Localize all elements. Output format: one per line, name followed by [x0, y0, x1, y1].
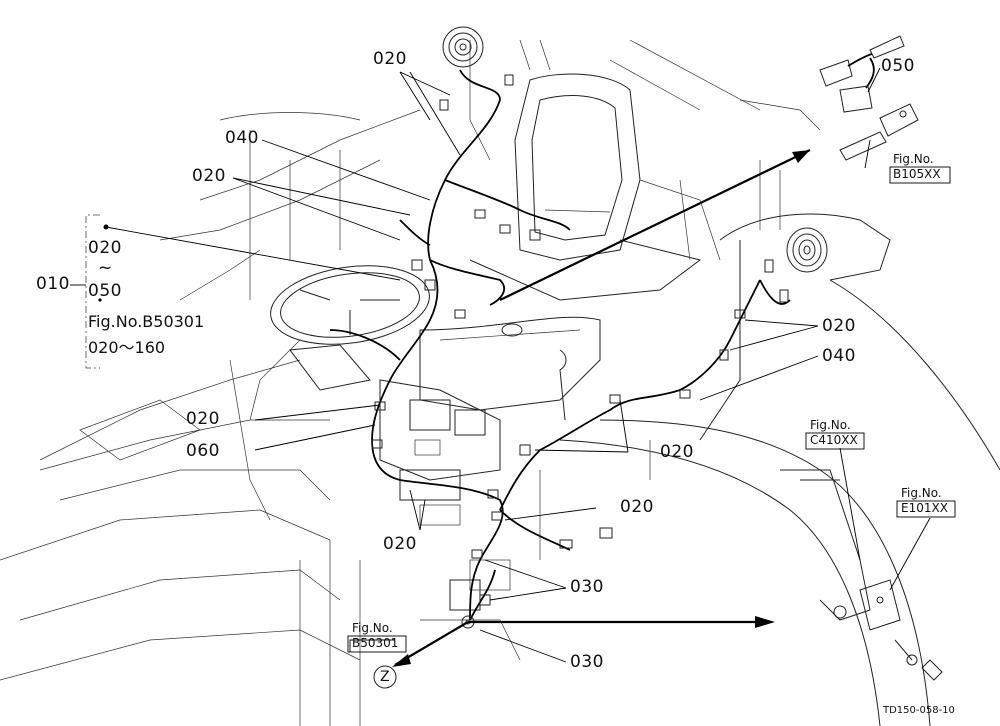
view-marker-circle	[373, 665, 397, 689]
fig-ref-line2: B105XX	[893, 167, 941, 181]
reference-arrows	[392, 149, 811, 667]
fig-box-c410xx	[805, 432, 865, 450]
tractor-body-outline	[0, 39, 821, 726]
part-label-020: 020	[822, 316, 856, 336]
wiring-harness	[329, 69, 791, 621]
part-label-050: 050	[881, 56, 915, 76]
part-label-020: 020	[660, 442, 694, 462]
fig-ref-line1: Fig.No.	[352, 621, 393, 635]
part-label-040: 040	[822, 346, 856, 366]
fig-ref-line2: C410XX	[810, 433, 858, 447]
fig-box-b50301	[347, 635, 407, 653]
horn-top	[442, 26, 484, 68]
part-label-030: 030	[570, 577, 604, 597]
group-range-top: 020	[88, 238, 122, 258]
part-label-040: 040	[225, 128, 259, 148]
drawing-code: TD150-058-10	[883, 705, 955, 716]
fig-box-b105xx	[889, 166, 951, 184]
part-label-020: 020	[620, 497, 654, 517]
fig-ref-line1: Fig.No.	[901, 486, 942, 500]
switch-inset	[819, 35, 919, 161]
fig-ref-line2: B50301	[352, 636, 399, 650]
fig-ref-b50301: Fig.No. B50301	[352, 621, 398, 651]
group-fig-ref: Fig.No.B50301	[88, 312, 205, 331]
group-bracket-bullet	[98, 298, 102, 302]
fig-ref-line1: Fig.No.	[893, 152, 934, 166]
group-bracket-leader	[105, 226, 401, 281]
dashboard-components	[289, 323, 567, 661]
part-label-060: 060	[186, 441, 220, 461]
part-label-020: 020	[383, 534, 417, 554]
fig-ref-b105xx: Fig.No. B105XX	[893, 152, 941, 182]
group-range-tilde: ~	[98, 258, 113, 278]
fig-box-e101xx	[896, 500, 956, 518]
operator-seat	[469, 73, 721, 301]
part-label-020: 020	[192, 166, 226, 186]
wire-clips	[371, 74, 789, 629]
group-item-label: 010	[36, 274, 70, 294]
steering-wheel	[249, 265, 430, 421]
leader-lines	[232, 67, 931, 663]
fig-ref-line1: Fig.No.	[810, 418, 851, 432]
fig-ref-c410xx: Fig.No. C410XX	[810, 418, 858, 448]
part-label-030: 030	[570, 652, 604, 672]
part-label-020: 020	[186, 409, 220, 429]
group-range-bottom: 050	[88, 281, 122, 301]
group-bracket-line	[85, 214, 100, 369]
fender-and-platform	[419, 213, 1000, 726]
view-marker-label: Z	[380, 669, 390, 685]
part-label-020: 020	[373, 49, 407, 69]
group-fig-range: 020～160	[88, 338, 166, 357]
horn-right	[786, 227, 828, 273]
fig-ref-line2: E101XX	[901, 501, 948, 515]
bracket-inset	[780, 469, 943, 681]
fig-ref-e101xx: Fig.No. E101XX	[901, 486, 948, 516]
